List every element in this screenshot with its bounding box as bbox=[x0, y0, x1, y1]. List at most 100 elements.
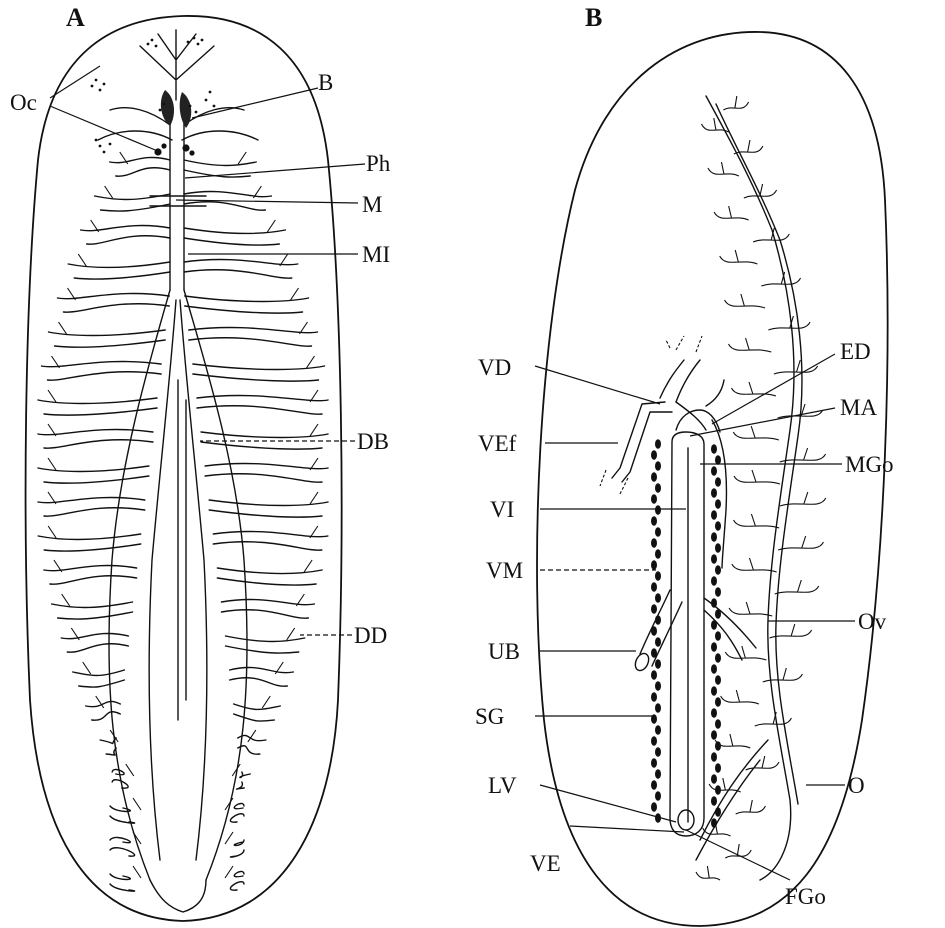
speckle bbox=[187, 41, 190, 44]
shell-gland-dot-right bbox=[711, 818, 717, 828]
label-mi: MI bbox=[362, 242, 390, 267]
ocellus-right bbox=[182, 144, 189, 151]
shell-gland-dot-right bbox=[715, 653, 721, 663]
speckle bbox=[99, 145, 102, 148]
shell-gland-dot-right bbox=[715, 565, 721, 575]
label-vi: VI bbox=[490, 497, 514, 522]
shell-gland-dot-right bbox=[715, 521, 721, 531]
panel-a-digestive-system: A Oc B Ph M MI DB bbox=[10, 3, 391, 921]
shell-gland-dot-right bbox=[715, 741, 721, 751]
speckle bbox=[209, 91, 212, 94]
shell-gland-dot-left bbox=[655, 549, 661, 559]
shell-gland-dot-right bbox=[711, 664, 717, 674]
shell-gland-dot-right bbox=[711, 708, 717, 718]
shell-gland-dot-right bbox=[715, 763, 721, 773]
label-oc: Oc bbox=[10, 90, 37, 115]
shell-gland-dot-left bbox=[655, 527, 661, 537]
label-sg: SG bbox=[475, 704, 504, 729]
label-vef: VEf bbox=[478, 431, 517, 456]
shell-gland-dot-left bbox=[655, 615, 661, 625]
panel-b-reproductive-system: B bbox=[475, 3, 894, 926]
label-lv: LV bbox=[488, 773, 517, 798]
shell-gland-dot-left bbox=[651, 494, 657, 504]
shell-gland-dot-right bbox=[715, 543, 721, 553]
speckle bbox=[197, 43, 200, 46]
shell-gland-dot-right bbox=[711, 444, 717, 454]
shell-gland-dot-left bbox=[655, 461, 661, 471]
shell-gland-dot-left bbox=[655, 681, 661, 691]
shell-gland-dot-right bbox=[715, 587, 721, 597]
panel-a-letter: A bbox=[66, 3, 85, 32]
shell-gland-dot-left bbox=[651, 450, 657, 460]
label-vd: VD bbox=[478, 355, 511, 380]
speckle bbox=[151, 39, 154, 42]
shell-gland-dot-left bbox=[655, 769, 661, 779]
shell-gland-dot-right bbox=[715, 807, 721, 817]
shell-gland-dot-left bbox=[655, 703, 661, 713]
label-ov: Ov bbox=[858, 609, 887, 634]
shell-gland-dot-right bbox=[711, 752, 717, 762]
shell-gland-dot-right bbox=[715, 785, 721, 795]
shell-gland-dot-right bbox=[711, 796, 717, 806]
shell-gland-dot-right bbox=[715, 609, 721, 619]
panel-b-letter: B bbox=[585, 3, 602, 32]
ocellus-right-2 bbox=[189, 150, 194, 155]
shell-gland-dot-left bbox=[651, 736, 657, 746]
panel-b-body-outline bbox=[537, 32, 888, 926]
shell-gland-dot-left bbox=[651, 670, 657, 680]
speckle bbox=[91, 85, 94, 88]
speckle bbox=[99, 89, 102, 92]
shell-gland-dot-right bbox=[711, 488, 717, 498]
shell-gland-dot-left bbox=[655, 747, 661, 757]
shell-gland-dot-left bbox=[655, 637, 661, 647]
shell-gland-dot-right bbox=[711, 466, 717, 476]
shell-gland-dot-left bbox=[651, 582, 657, 592]
shell-gland-dot-right bbox=[715, 697, 721, 707]
label-dd: DD bbox=[354, 623, 387, 648]
shell-gland-dot-left bbox=[651, 648, 657, 658]
speckle bbox=[103, 151, 106, 154]
shell-gland-dot-right bbox=[715, 455, 721, 465]
shell-gland-dot-left bbox=[655, 791, 661, 801]
speckle bbox=[159, 109, 162, 112]
ocellus-left-2 bbox=[161, 143, 166, 148]
label-fgo: FGo bbox=[785, 884, 826, 909]
shell-gland-dot-right bbox=[715, 631, 721, 641]
speckle bbox=[109, 143, 112, 146]
label-vm: VM bbox=[486, 558, 523, 583]
label-ph: Ph bbox=[366, 151, 391, 176]
shell-gland-dot-right bbox=[711, 510, 717, 520]
shell-gland-dot-left bbox=[655, 571, 661, 581]
label-ub: UB bbox=[488, 639, 520, 664]
label-ve: VE bbox=[530, 851, 561, 876]
label-o: O bbox=[848, 773, 865, 798]
speckle bbox=[163, 103, 166, 106]
shell-gland-dot-left bbox=[655, 725, 661, 735]
speckle bbox=[155, 45, 158, 48]
label-ma: MA bbox=[840, 395, 877, 420]
speckle bbox=[189, 105, 192, 108]
shell-gland-dot-right bbox=[715, 675, 721, 685]
shell-gland-dot-left bbox=[651, 560, 657, 570]
speckle bbox=[201, 39, 204, 42]
label-m: M bbox=[362, 192, 382, 217]
shell-gland-dot-left bbox=[651, 538, 657, 548]
speckle bbox=[213, 105, 216, 108]
shell-gland-dot-left bbox=[655, 439, 661, 449]
shell-gland-dot-left bbox=[651, 802, 657, 812]
speckle bbox=[95, 139, 98, 142]
shell-gland-dot-right bbox=[711, 532, 717, 542]
shell-gland-dot-right bbox=[711, 686, 717, 696]
shell-gland-dot-left bbox=[655, 659, 661, 669]
shell-gland-dot-left bbox=[655, 593, 661, 603]
label-mgo: MGo bbox=[845, 452, 894, 477]
shell-gland-dot-right bbox=[715, 719, 721, 729]
speckle bbox=[195, 111, 198, 114]
shell-gland-dot-right bbox=[711, 554, 717, 564]
shell-gland-dot-right bbox=[715, 499, 721, 509]
shell-gland-dot-left bbox=[655, 483, 661, 493]
label-ed: ED bbox=[840, 339, 871, 364]
speckle bbox=[147, 43, 150, 46]
shell-gland-dot-right bbox=[715, 477, 721, 487]
label-b: B bbox=[318, 70, 333, 95]
